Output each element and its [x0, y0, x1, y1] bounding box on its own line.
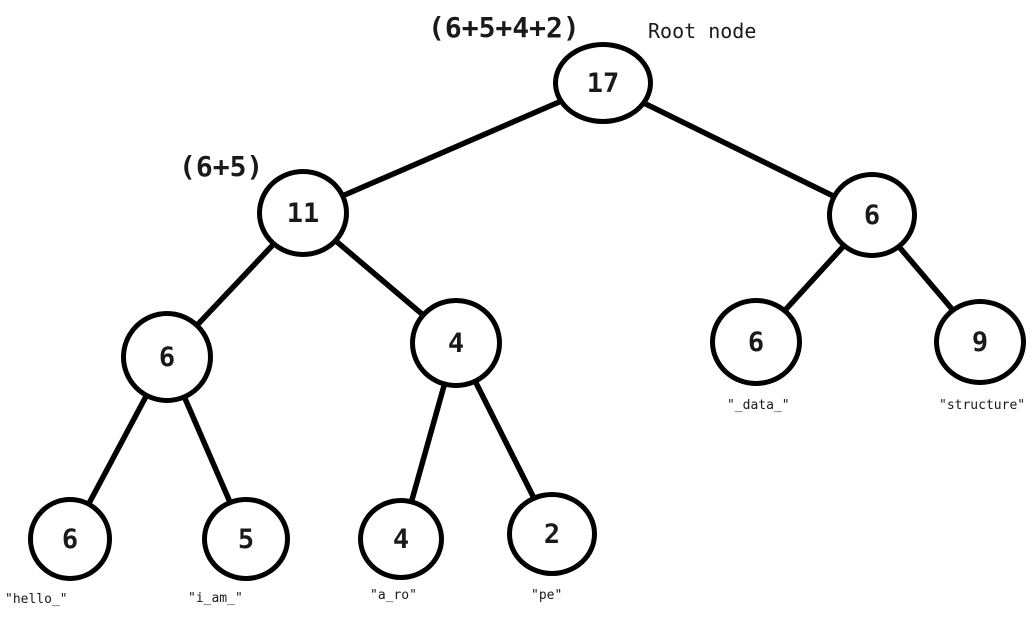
leaf-string-structure: "structure" [939, 398, 1026, 413]
node-value-leaf-aro: 4 [392, 523, 410, 555]
leaf-string-hello: "hello_" [5, 592, 68, 607]
node-value-leaf-iam: 5 [237, 523, 255, 555]
root-weight-annotation: (6+5+4+2) [428, 11, 580, 44]
tree-node-11: 11 [257, 169, 349, 257]
node-value-leaf-hello: 6 [61, 523, 79, 555]
tree-node-leaf-hello: 6 [28, 497, 112, 581]
tree-node-leaf-iam: 5 [202, 497, 290, 581]
tree-node-leaf-structure: 9 [934, 299, 1026, 385]
node-value-leaf-pe: 2 [543, 518, 561, 550]
node-value-4: 4 [447, 327, 465, 359]
root-node-caption: Root node [648, 19, 757, 43]
tree-node-6-left: 6 [121, 311, 213, 403]
tree-node-leaf-aro: 4 [358, 498, 444, 580]
node-value-11: 11 [286, 197, 320, 229]
leaf-string-aro: "a_ro" [370, 588, 417, 603]
leaf-string-iam: "i_am_" [188, 591, 243, 606]
left-weight-annotation: (6+5) [179, 150, 264, 183]
edge-root-to-11 [301, 80, 605, 216]
node-value-leaf-data: 6 [747, 326, 765, 358]
tree-node-leaf-pe: 2 [507, 492, 597, 576]
node-value-leaf-structure: 9 [971, 326, 989, 358]
tree-node-6-right: 6 [827, 172, 917, 258]
tree-node-root: 17 [553, 42, 653, 124]
leaf-string-data: "_data_" [727, 398, 790, 413]
tree-node-4: 4 [410, 298, 502, 388]
node-value-6-left: 6 [158, 341, 176, 373]
leaf-string-pe: "pe" [531, 588, 563, 603]
node-value-root: 17 [586, 67, 620, 99]
node-value-6-right: 6 [863, 199, 881, 231]
tree-node-leaf-data: 6 [710, 298, 802, 386]
edge-root-to-6-right [601, 80, 874, 218]
